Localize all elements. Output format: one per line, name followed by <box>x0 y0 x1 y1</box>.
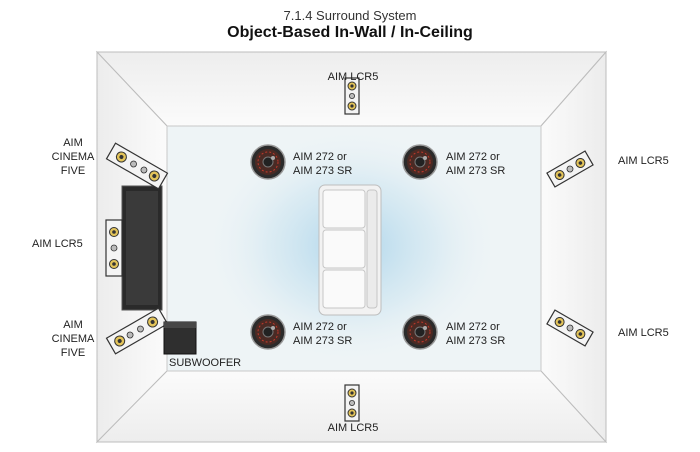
label-bottom-center-lcr5: AIM LCR5 <box>327 422 379 434</box>
diagram-title: Object-Based In-Wall / In-Ceiling <box>227 24 473 41</box>
speaker-right-upper-lcr5 <box>546 150 594 188</box>
speaker-left-center-lcr5 <box>105 219 123 277</box>
speaker-bottom-center-lcr5 <box>344 384 360 422</box>
ceiling-speaker-rear-left <box>250 314 286 350</box>
label-top-center-lcr5: AIM LCR5 <box>327 71 379 83</box>
label-right-upper-lcr5: AIM LCR5 <box>618 155 669 167</box>
label-subwoofer: SUBWOOFER <box>169 357 242 369</box>
speaker-left-lower-cinema-five <box>105 307 169 355</box>
label-left-center-lcr5: AIM LCR5 <box>32 238 83 250</box>
ceiling-speaker-front-right <box>402 144 438 180</box>
speaker-left-upper-cinema-five <box>105 142 169 190</box>
projection-screen <box>121 185 163 311</box>
ceiling-speaker-front-left <box>250 144 286 180</box>
ceiling-speaker-rear-right <box>402 314 438 350</box>
speaker-right-lower-lcr5 <box>546 309 594 347</box>
label-right-lower-lcr5: AIM LCR5 <box>618 327 669 339</box>
sofa <box>318 184 382 316</box>
diagram-subtitle: 7.1.4 Surround System <box>283 8 417 23</box>
subwoofer-cabinet <box>163 321 197 355</box>
